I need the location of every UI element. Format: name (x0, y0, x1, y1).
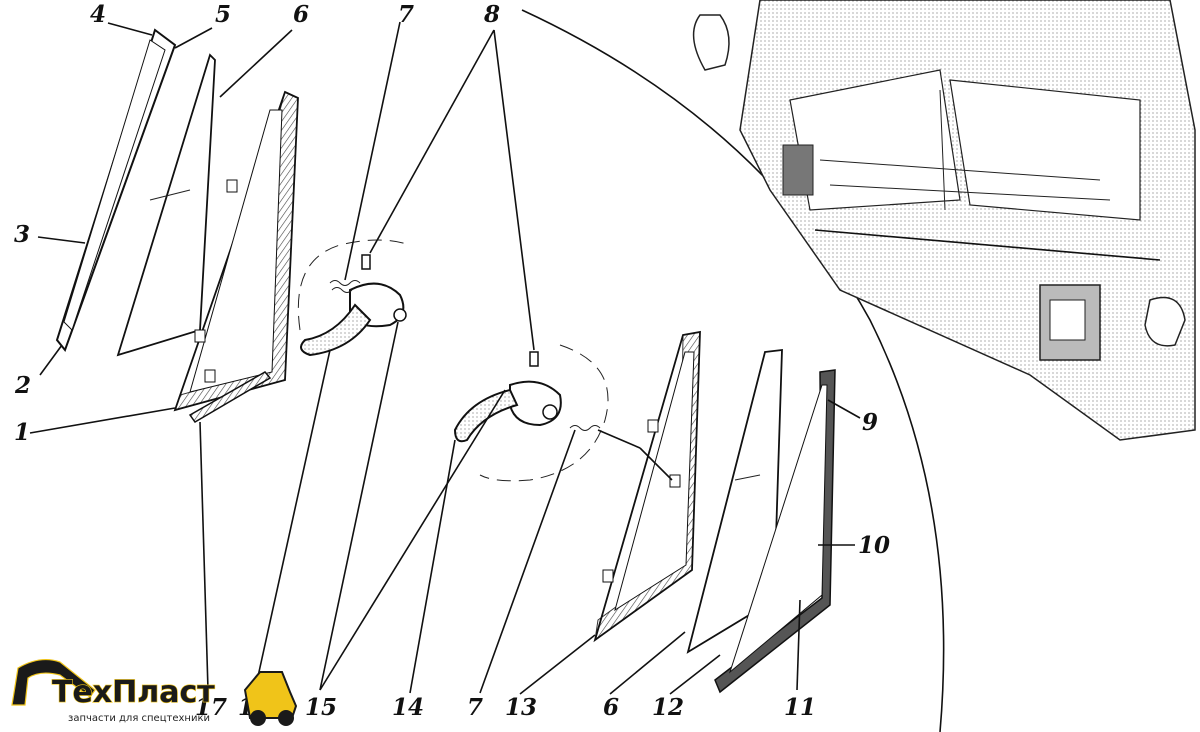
techplast-logo: ТехПласт запчасти для спецтехники (11, 658, 298, 726)
handle-left (300, 282, 407, 357)
spring-right (569, 425, 601, 431)
label-4: 4 (90, 1, 106, 28)
label-8: 8 (483, 1, 500, 28)
label-14: 14 (392, 694, 424, 721)
spring-left (329, 280, 361, 293)
label-2: 2 (14, 372, 31, 399)
label-17: 17 (195, 694, 227, 721)
label-6-bottom: 6 (603, 694, 619, 721)
leader-lines (29, 21, 861, 695)
label-5: 5 (215, 1, 231, 28)
tractor-cab (692, 0, 1196, 441)
seal-frame-left (55, 28, 177, 353)
detail-circle-right (479, 344, 609, 482)
seal-frame-right (714, 369, 836, 694)
label-1: 1 (14, 419, 30, 446)
frame-right (593, 330, 701, 643)
pin-left (361, 254, 371, 270)
frame-left (173, 90, 299, 412)
pin-right (529, 351, 539, 367)
label-7-bottom: 7 (467, 694, 483, 721)
label-12: 12 (652, 694, 684, 721)
label-15: 15 (305, 694, 337, 721)
label-7-top: 7 (398, 1, 414, 28)
label-11: 11 (784, 694, 816, 721)
part-labels: 1 2 3 4 5 6 7 8 9 10 11 12 6 13 7 14 15 … (14, 1, 890, 721)
label-6-top: 6 (293, 1, 309, 28)
detail-circle-left (297, 239, 411, 331)
excavator-arm-icon (11, 658, 96, 706)
view-boundary-arc (521, 9, 945, 732)
logo-tagline: запчасти для спецтехники (68, 713, 210, 724)
label-10: 10 (858, 532, 890, 559)
logo-name: ТехПласт (52, 675, 215, 710)
label-13: 13 (505, 694, 537, 721)
handle-right (453, 380, 562, 443)
label-3: 3 (14, 221, 30, 248)
strip-part-17 (188, 371, 272, 423)
label-9: 9 (862, 409, 878, 436)
